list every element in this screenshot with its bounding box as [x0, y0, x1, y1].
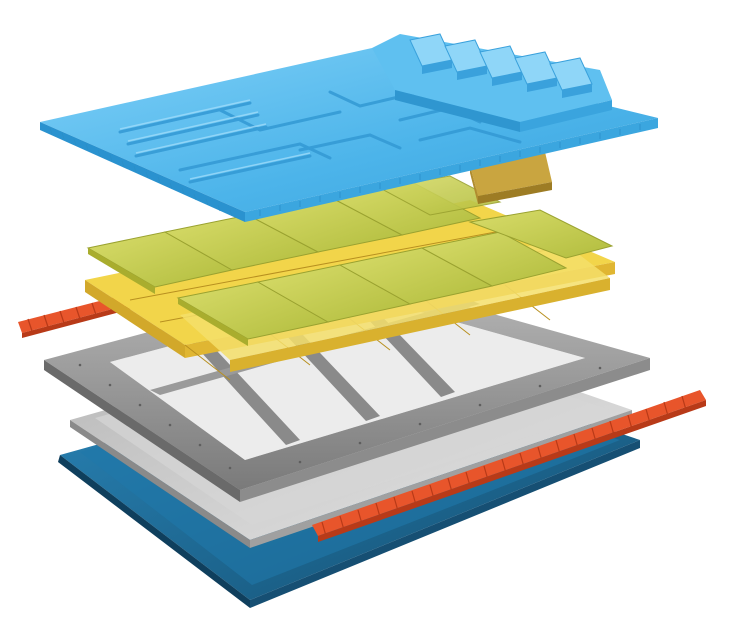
cover-raised-housing [372, 33, 612, 132]
cell-module [468, 209, 614, 259]
heater-strip-front [312, 390, 706, 542]
top-cover [40, 33, 658, 222]
cell-module [420, 231, 568, 287]
